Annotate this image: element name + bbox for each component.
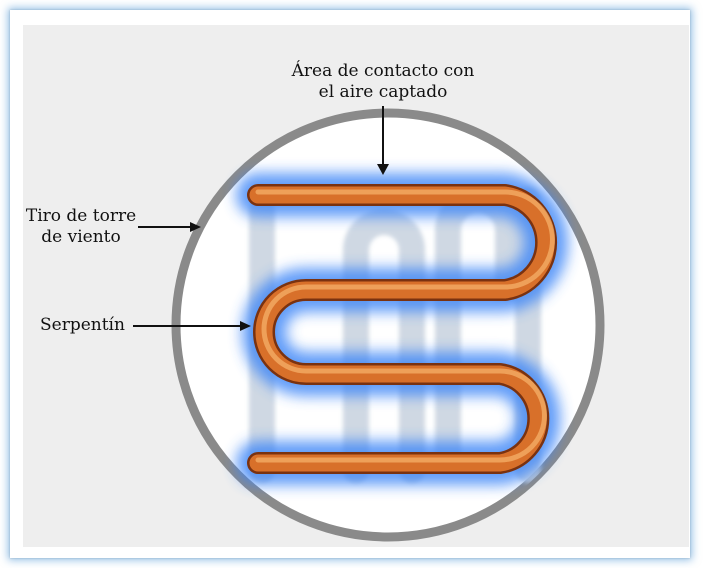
contact-area-label-line1: Área de contacto con bbox=[291, 61, 475, 81]
tower-draft-label-line1: Tiro de torre bbox=[25, 206, 137, 226]
contact-area-label: Área de contacto con el aire captado bbox=[278, 61, 488, 103]
annotation-arrows bbox=[133, 106, 389, 331]
serpentine-coil bbox=[247, 184, 558, 474]
serpentin-label: Serpentín bbox=[40, 315, 125, 335]
contact-area-label-line2: el aire captado bbox=[318, 82, 448, 102]
tower-draft-label: Tiro de torre de viento bbox=[22, 206, 140, 248]
tower-draft-label-line2: de viento bbox=[41, 227, 121, 247]
